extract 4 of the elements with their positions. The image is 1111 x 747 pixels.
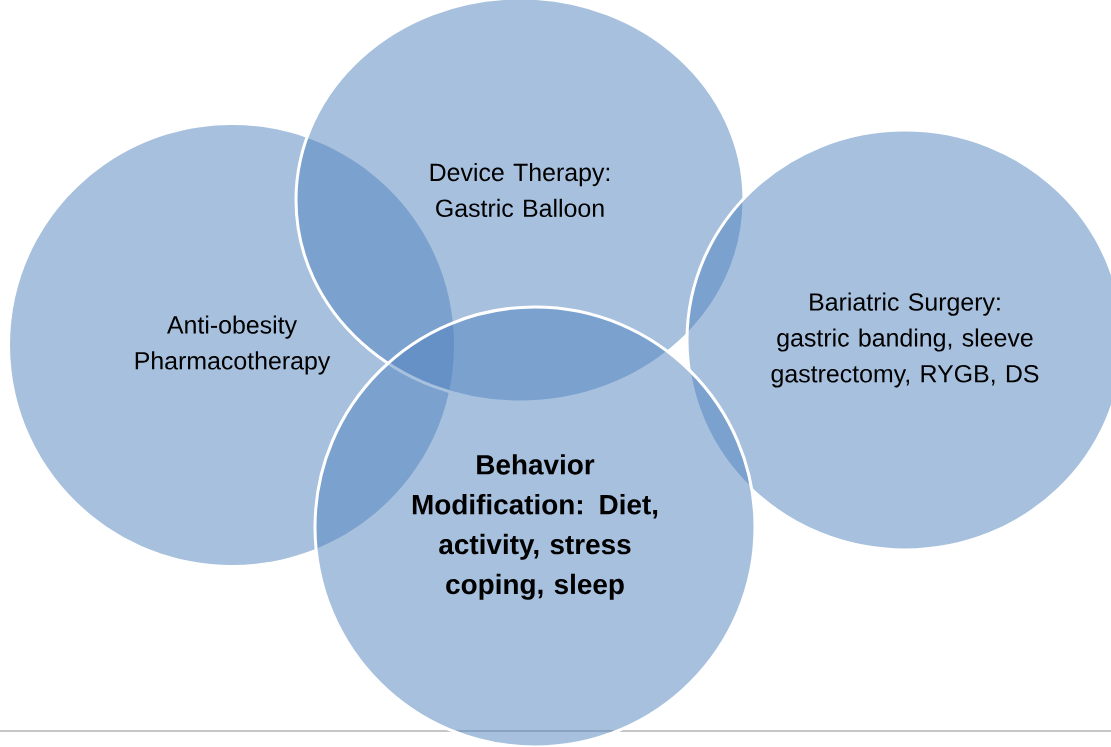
circle-label: Behavior Modification: Diet, activity, stress coping, sleep [412,454,658,600]
circle-label: Anti-obesity Pharmacotherapy [135,315,331,375]
circle-label: Device Therapy: Gastric Balloon [430,162,610,218]
circle-label: Bariatric Surgery: gastric banding, sleeve gastrectomy, RYGB, DS [771,292,1039,388]
